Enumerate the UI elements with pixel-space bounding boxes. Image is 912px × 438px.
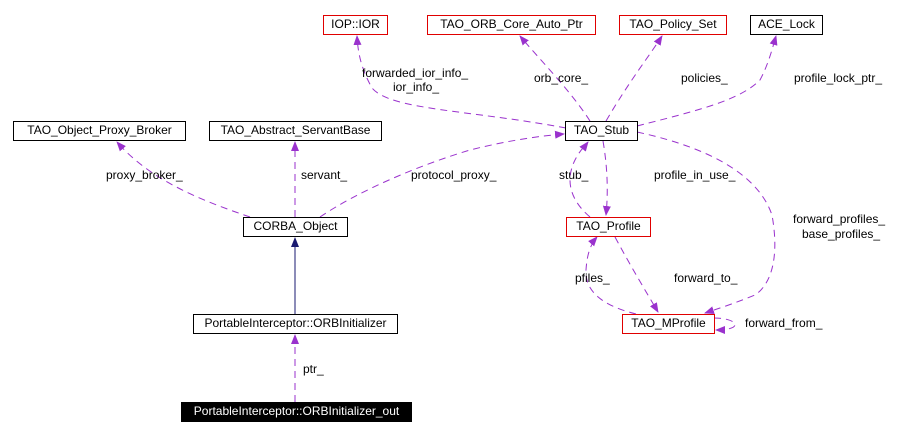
label-forward-from: forward_from_ xyxy=(745,316,823,330)
node-tao-policy-set[interactable]: TAO_Policy_Set xyxy=(619,15,727,35)
edge-forward-from xyxy=(713,317,736,334)
edge-protocol-proxy xyxy=(319,130,565,218)
label-base-profiles: base_profiles_ xyxy=(802,227,881,241)
label-stub: stub_ xyxy=(559,168,589,182)
label-pfiles: pfiles_ xyxy=(575,271,610,285)
edge-proxy-broker xyxy=(116,141,251,218)
edge-stub xyxy=(569,141,591,218)
node-tao-mprofile[interactable]: TAO_MProfile xyxy=(622,314,715,334)
node-tao-object-proxy-broker[interactable]: TAO_Object_Proxy_Broker xyxy=(13,121,186,141)
node-tao-stub[interactable]: TAO_Stub xyxy=(565,121,638,141)
node-corba-object[interactable]: CORBA_Object xyxy=(243,217,348,237)
edge-forward-profiles xyxy=(636,131,776,314)
node-orb-initializer-out: PortableInterceptor::ORBInitializer_out xyxy=(181,402,412,422)
edge-policies xyxy=(605,35,663,122)
label-ior-info: ior_info_ xyxy=(393,80,440,94)
node-iop-ior[interactable]: IOP::IOR xyxy=(323,15,388,35)
label-forward-to: forward_to_ xyxy=(674,271,738,285)
edge-orb-core xyxy=(519,35,591,122)
edge-ior-info xyxy=(353,35,567,129)
node-orb-initializer[interactable]: PortableInterceptor::ORBInitializer xyxy=(193,314,398,334)
edge-profile-lock-ptr xyxy=(636,35,778,127)
label-proxy-broker: proxy_broker_ xyxy=(106,168,183,182)
label-forwarded-ior-info: forwarded_ior_info_ xyxy=(362,66,469,80)
node-tao-abstract-servantbase[interactable]: TAO_Abstract_ServantBase xyxy=(209,121,382,141)
node-tao-profile[interactable]: TAO_Profile xyxy=(566,217,651,237)
label-orb-core: orb_core_ xyxy=(534,71,589,85)
edge-pfiles xyxy=(585,236,637,315)
label-ptr: ptr_ xyxy=(303,362,324,376)
label-policies: policies_ xyxy=(681,71,728,85)
node-ace-lock[interactable]: ACE_Lock xyxy=(750,15,823,35)
label-forward-profiles: forward_profiles_ xyxy=(793,212,886,226)
node-tao-orb-core-auto-ptr[interactable]: TAO_ORB_Core_Auto_Ptr xyxy=(427,15,596,35)
edge-forward-to xyxy=(614,236,659,313)
label-profile-in-use: profile_in_use_ xyxy=(654,168,736,182)
label-profile-lock-ptr: profile_lock_ptr_ xyxy=(794,71,883,85)
label-protocol-proxy: protocol_proxy_ xyxy=(411,168,497,182)
label-servant: servant_ xyxy=(301,168,348,182)
edge-profile-in-use xyxy=(602,140,611,216)
